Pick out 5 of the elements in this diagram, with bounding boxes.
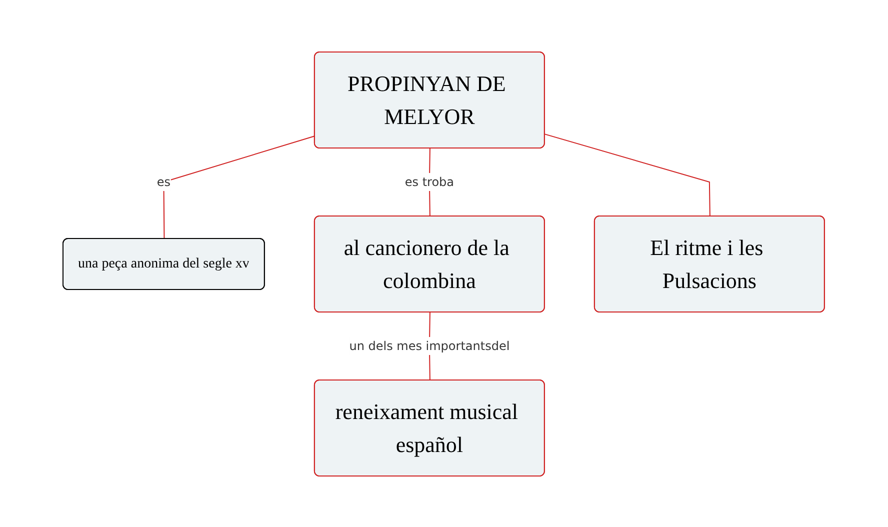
edge-label: un dels mes importantsdel — [350, 338, 510, 352]
connector — [544, 133, 711, 216]
edge-label: es — [157, 174, 171, 188]
edge-label: es troba — [405, 174, 454, 188]
connector — [164, 135, 316, 239]
